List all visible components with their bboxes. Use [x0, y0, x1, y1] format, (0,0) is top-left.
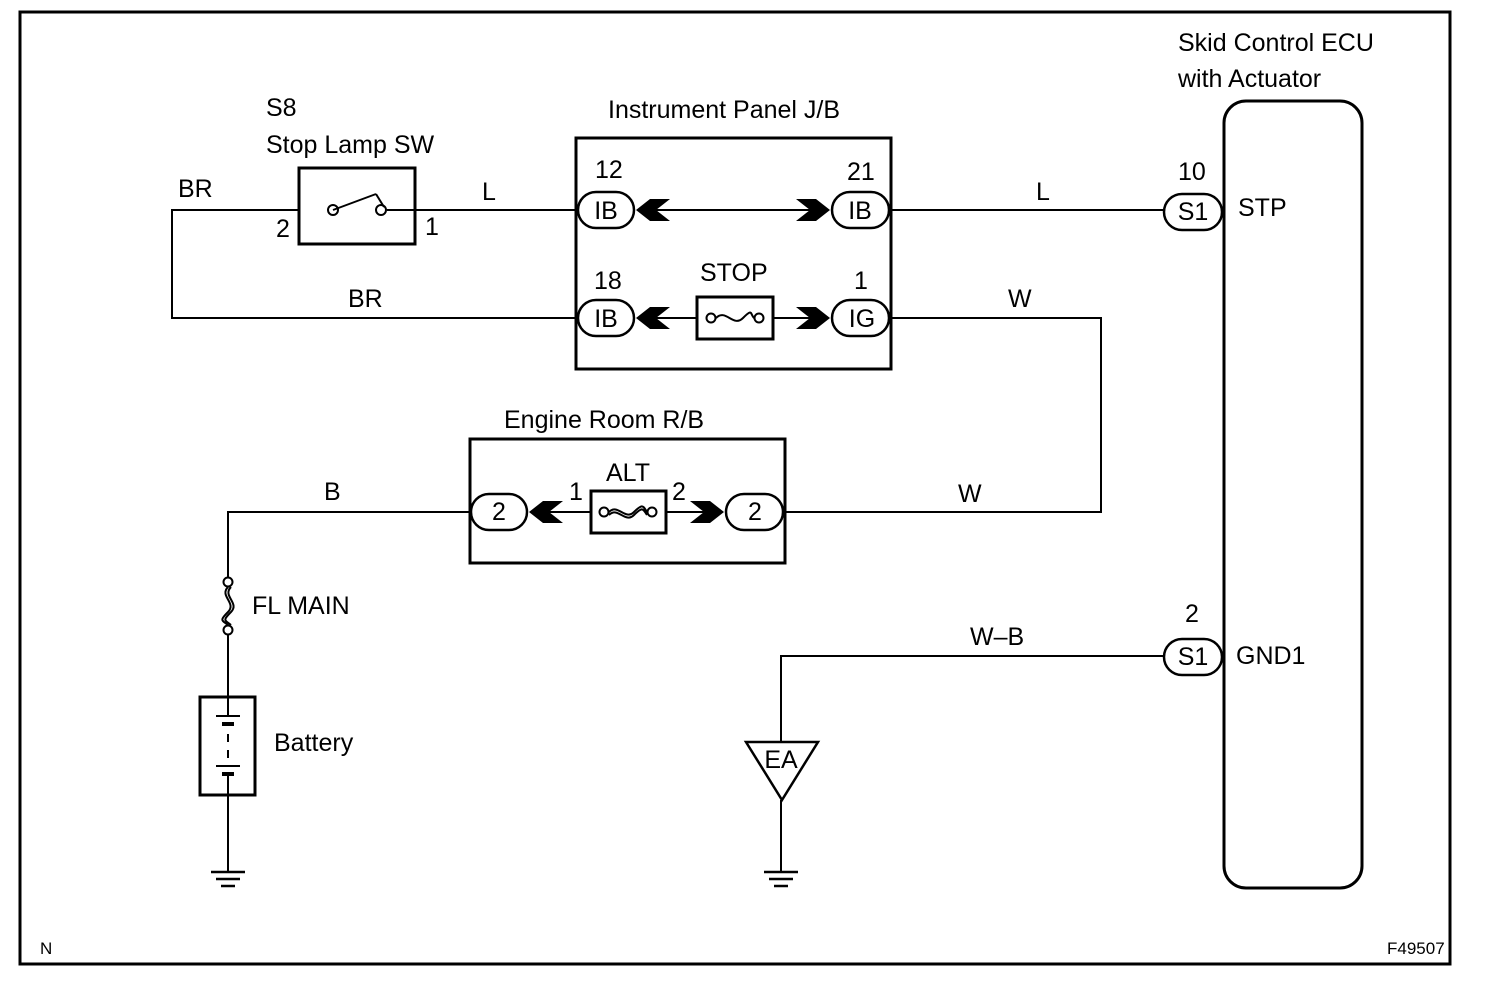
ecu-connector-s1-top — [1162, 192, 1224, 232]
ecu-title-line1: Skid Control ECU — [1178, 29, 1374, 57]
ground-point-label: EA — [764, 746, 798, 774]
arrow-left-icon — [636, 199, 670, 221]
engine-room-rb-label: Engine Room R/B — [504, 406, 704, 434]
stop-lamp-switch-box — [297, 166, 417, 246]
wire-label-l-left: L — [482, 178, 496, 206]
fl-main-label: FL MAIN — [252, 592, 350, 620]
alt-fuse-box — [589, 489, 668, 535]
engine-room-rb-box — [468, 437, 787, 565]
stop-lamp-sw-code: S8 — [266, 94, 297, 122]
ecu-connector-pin-2: 2 — [1185, 600, 1199, 628]
ground-icon — [764, 870, 798, 888]
battery-icon — [216, 697, 240, 795]
arrow-right-icon — [796, 307, 830, 329]
stop-lamp-sw-pin-right: 1 — [425, 213, 439, 241]
ip-connector-code-18: IB — [594, 305, 618, 333]
alt-fuse-label: ALT — [606, 459, 650, 487]
wire-wb — [780, 655, 1164, 742]
arrow-right-icon — [690, 501, 724, 523]
wire-label-w-top: W — [1008, 285, 1032, 313]
ip-connector-pin-21: 21 — [847, 158, 875, 186]
er-connector-left-pin: 2 — [492, 498, 506, 526]
wire-br — [171, 209, 578, 319]
ecu-title-line2: with Actuator — [1177, 65, 1321, 93]
fuse-icon — [705, 311, 765, 324]
wire-b — [227, 511, 471, 578]
ecu-pin-gnd1: GND1 — [1236, 642, 1305, 670]
alt-fuse-pin-right: 2 — [672, 478, 686, 506]
instrument-panel-jb-label: Instrument Panel J/B — [608, 96, 840, 124]
wire-label-br-mid: BR — [348, 285, 383, 313]
fusible-link-icon — [598, 505, 658, 519]
wire-label-l-right: L — [1036, 178, 1050, 206]
stop-lamp-sw-name: Stop Lamp SW — [266, 131, 435, 159]
wire-label-b: B — [324, 478, 341, 506]
diagram-frame — [18, 10, 1452, 966]
ip-connector-code-1: IG — [849, 305, 875, 333]
ecu-connector-code-top: S1 — [1178, 198, 1209, 226]
ground-icon — [211, 870, 245, 888]
figure-id: F49507 — [1387, 939, 1445, 958]
wire-label-br-top: BR — [178, 175, 213, 203]
stop-fuse-box — [695, 295, 775, 341]
switch-icon — [327, 193, 387, 216]
ip-connector-pin-1: 1 — [854, 267, 868, 295]
ground-point-triangle — [743, 740, 821, 803]
wire-w — [783, 317, 1102, 513]
ip-connector-pin-18: 18 — [594, 267, 622, 295]
ip-connector-code-12: IB — [594, 197, 618, 225]
ecu-body — [1222, 99, 1364, 890]
wire-label-w-bottom: W — [958, 480, 982, 508]
arrow-right-icon — [796, 199, 830, 221]
arrow-left-icon — [529, 501, 563, 523]
wire-label-wb: W–B — [970, 623, 1024, 651]
alt-fuse-pin-left: 1 — [569, 478, 583, 506]
corner-label-n: N — [40, 939, 52, 958]
er-connector-right-pin: 2 — [748, 498, 762, 526]
ip-connector-pin-12: 12 — [595, 156, 623, 184]
ecu-connector-pin-10: 10 — [1178, 158, 1206, 186]
fl-main-fusible-link-icon — [221, 576, 235, 636]
battery-label: Battery — [274, 729, 354, 757]
ecu-connector-code-bottom: S1 — [1178, 643, 1209, 671]
ecu-pin-stp: STP — [1238, 194, 1287, 222]
instrument-panel-jb-box — [574, 136, 893, 371]
stop-lamp-sw-pin-left: 2 — [276, 215, 290, 243]
arrow-left-icon — [636, 307, 670, 329]
ip-connector-code-21: IB — [848, 197, 872, 225]
stop-fuse-label: STOP — [700, 259, 768, 287]
